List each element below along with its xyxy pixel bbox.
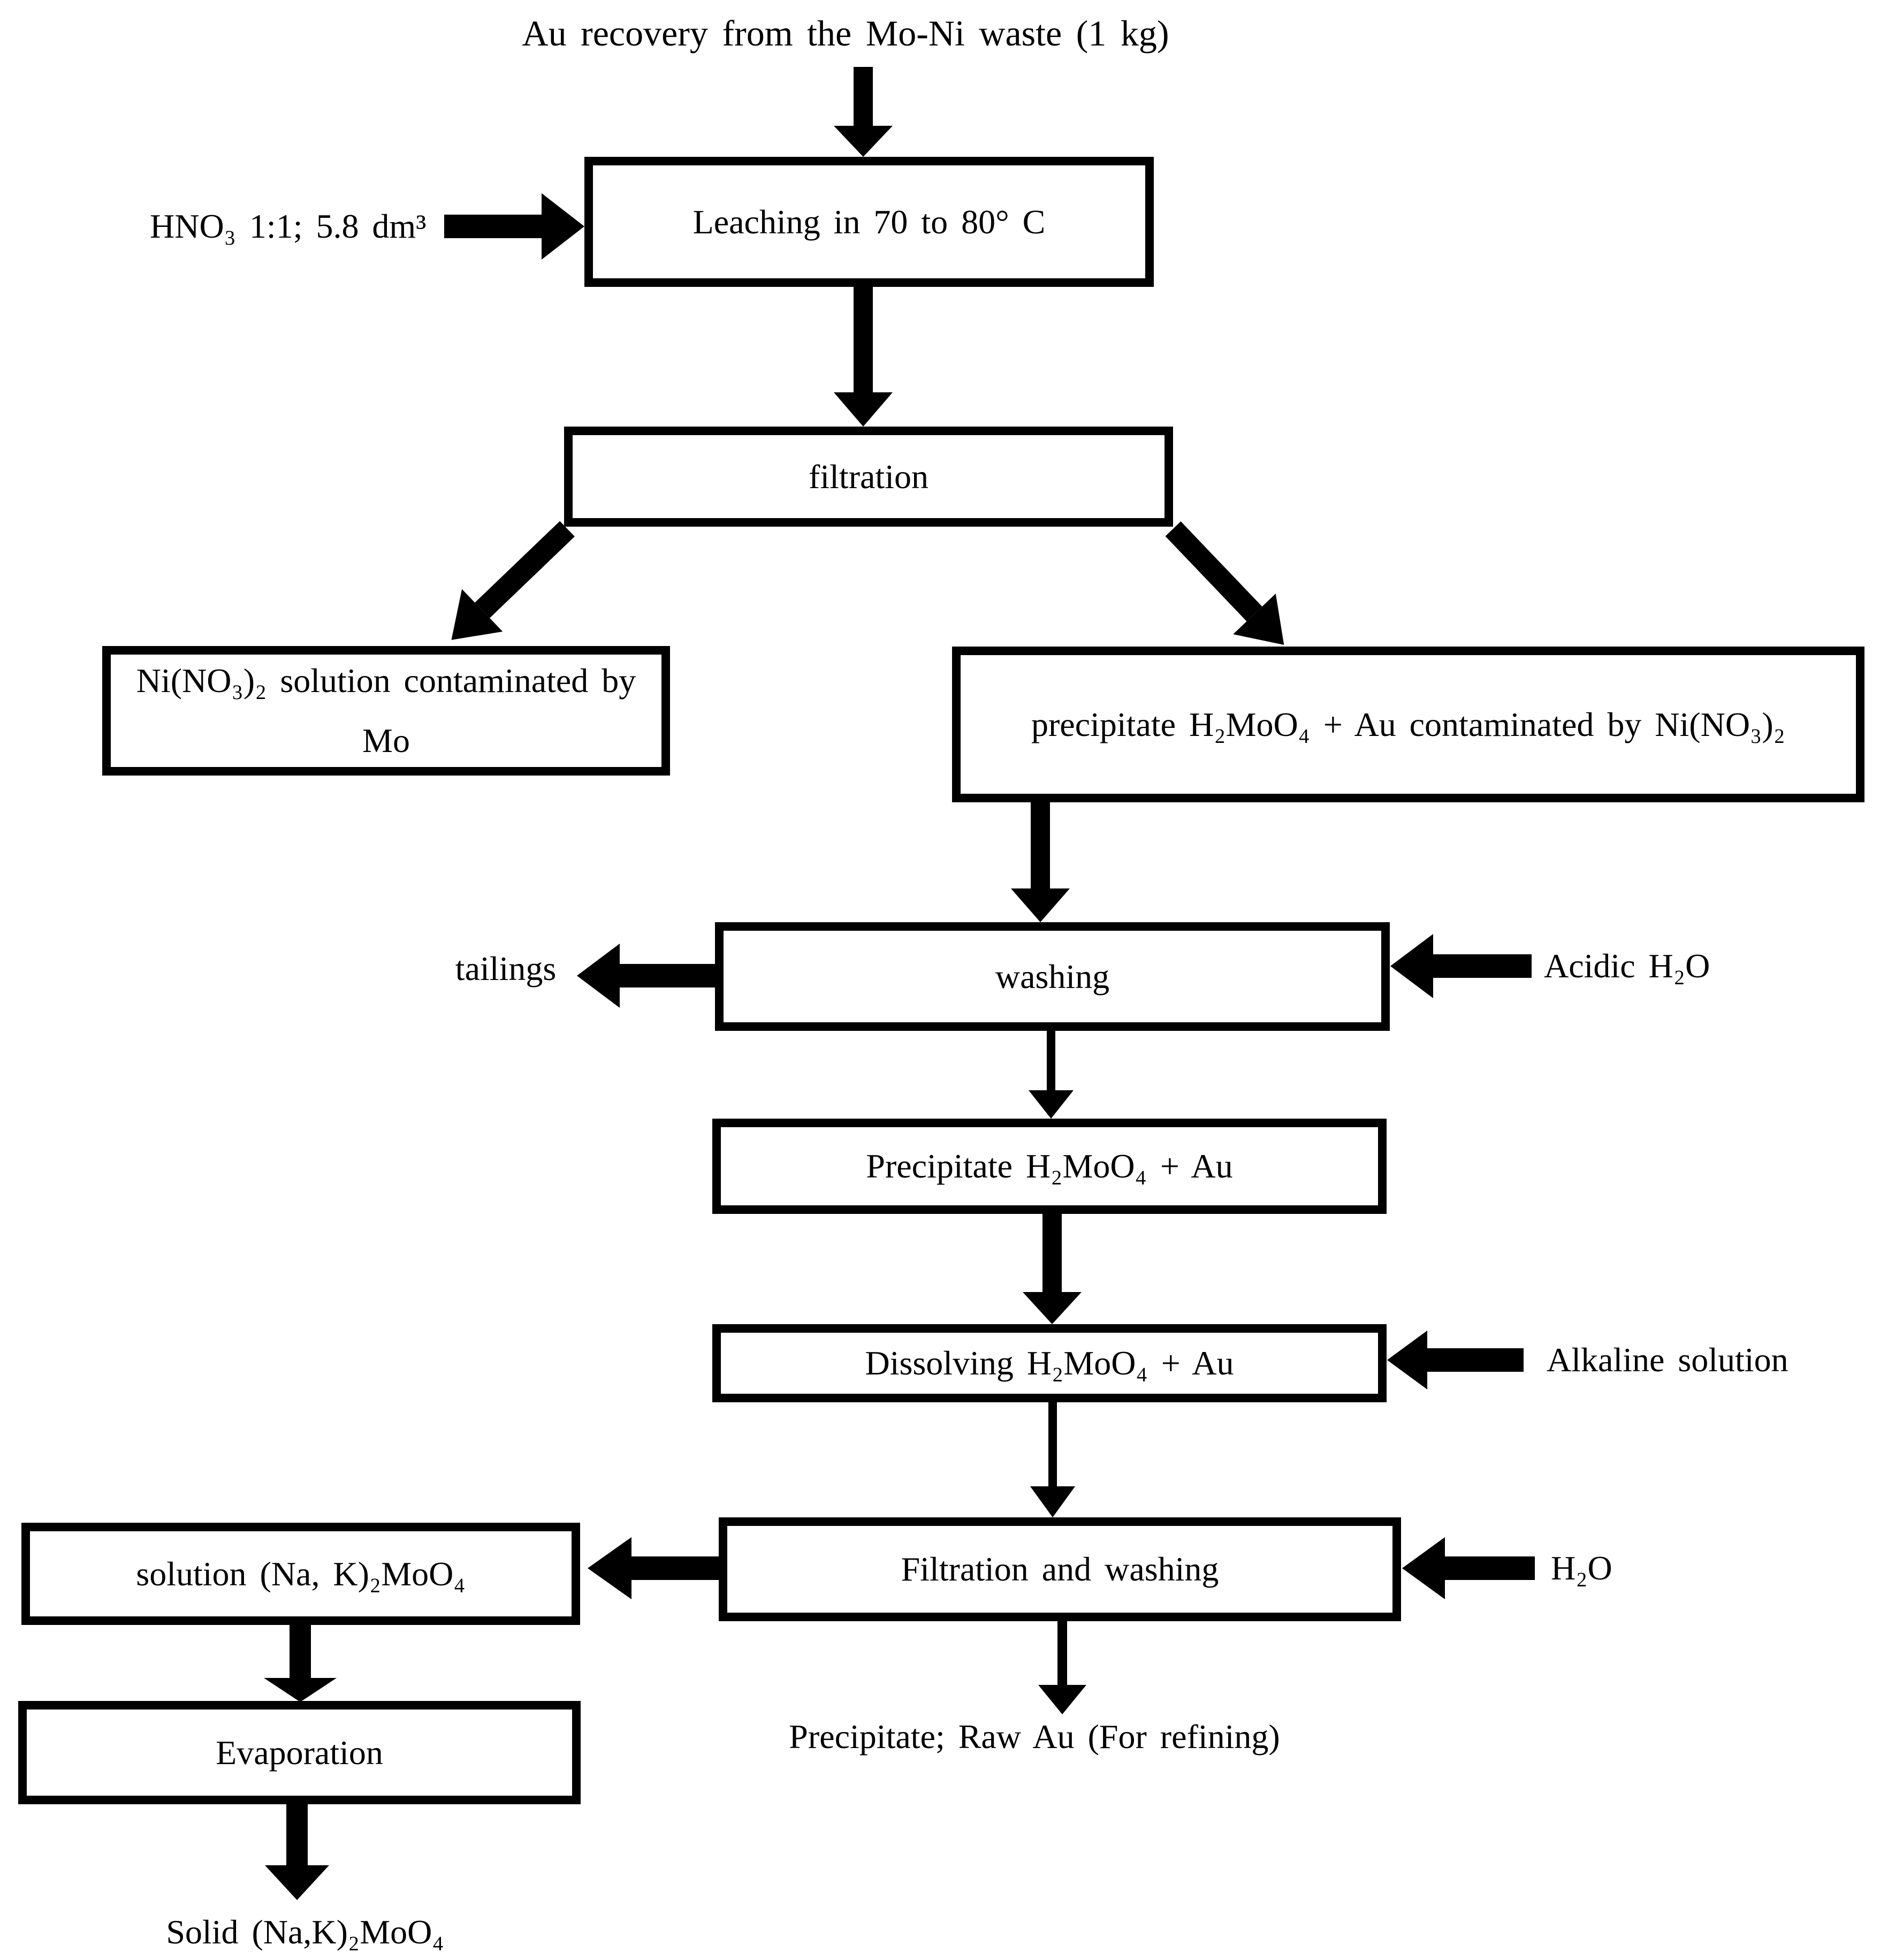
node-precipitate: Precipitate H₂MoO₄ + Au bbox=[712, 1119, 1387, 1214]
arrow-head bbox=[1029, 1090, 1074, 1119]
arrow-filtration-to-ni-solution bbox=[431, 521, 575, 662]
node-evaporation: Evaporation bbox=[18, 1701, 581, 1804]
node-solution: solution (Na, K)₂MoO₄ bbox=[21, 1523, 580, 1625]
arrow-shaft bbox=[631, 1556, 719, 1580]
node-filtration: filtration bbox=[564, 427, 1173, 527]
label-tailings: tailings bbox=[455, 949, 557, 987]
node-ni-solution: Ni(NO₃)₂ solution contaminated by Mo bbox=[102, 646, 670, 776]
arrow-shaft bbox=[1042, 1213, 1062, 1292]
arrow-shaft bbox=[1445, 1556, 1535, 1580]
node-washing: washing bbox=[715, 922, 1390, 1031]
arrow-shaft bbox=[620, 964, 715, 987]
arrow-head bbox=[1023, 1292, 1082, 1324]
arrow-shaft bbox=[290, 1624, 311, 1678]
label-alkaline-solution: Alkaline solution bbox=[1547, 1341, 1788, 1379]
label-water: H₂O bbox=[1551, 1549, 1612, 1587]
arrow-head bbox=[1402, 1537, 1445, 1599]
label-acidic-water: Acidic H₂O bbox=[1544, 947, 1710, 985]
arrow-head bbox=[1030, 1486, 1075, 1517]
arrow-shaft bbox=[854, 67, 873, 126]
arrow-shaft bbox=[444, 215, 542, 238]
arrow-head bbox=[264, 1678, 337, 1702]
arrow-head bbox=[834, 126, 893, 157]
arrow-shaft bbox=[1048, 1402, 1057, 1486]
arrow-shaft bbox=[1031, 802, 1050, 888]
page-title: Au recovery from the Mo-Ni waste (1 kg) bbox=[522, 13, 1169, 54]
label-precipitate-raw: Precipitate; Raw Au (For refining) bbox=[789, 1718, 1280, 1756]
arrow-shaft bbox=[1047, 1030, 1055, 1090]
arrow-shaft bbox=[286, 1804, 308, 1865]
arrow-head bbox=[834, 392, 893, 427]
arrow-head bbox=[1387, 1331, 1427, 1389]
arrow-shaft bbox=[1165, 521, 1262, 621]
node-dissolving: Dissolving H₂MoO₄ + Au bbox=[712, 1324, 1387, 1402]
arrow-head bbox=[577, 944, 620, 1008]
node-leaching: Leaching in 70 to 80° C bbox=[584, 157, 1154, 287]
label-hno3-input: HNO₃ 1:1; 5.8 dm³ bbox=[150, 207, 427, 245]
arrow-shaft bbox=[1427, 1348, 1524, 1372]
arrow-shaft bbox=[1433, 954, 1532, 978]
arrow-shaft bbox=[1057, 1621, 1067, 1685]
arrow-head bbox=[542, 193, 584, 260]
arrow-head bbox=[1011, 888, 1070, 922]
arrow-head bbox=[1038, 1685, 1086, 1714]
arrow-shaft bbox=[475, 521, 575, 618]
node-filtration-washing: Filtration and washing bbox=[719, 1517, 1401, 1621]
arrow-head bbox=[265, 1865, 329, 1900]
node-precipitate-contaminated: precipitate H₂MoO₄ + Au contaminated by … bbox=[952, 647, 1864, 802]
arrow-head bbox=[1390, 934, 1433, 998]
arrow-filtration-to-precipitate bbox=[1165, 521, 1306, 665]
arrow-head bbox=[588, 1537, 631, 1599]
label-solid-product: Solid (Na,K)₂MoO₄ bbox=[166, 1913, 444, 1951]
arrow-shaft bbox=[854, 286, 873, 392]
